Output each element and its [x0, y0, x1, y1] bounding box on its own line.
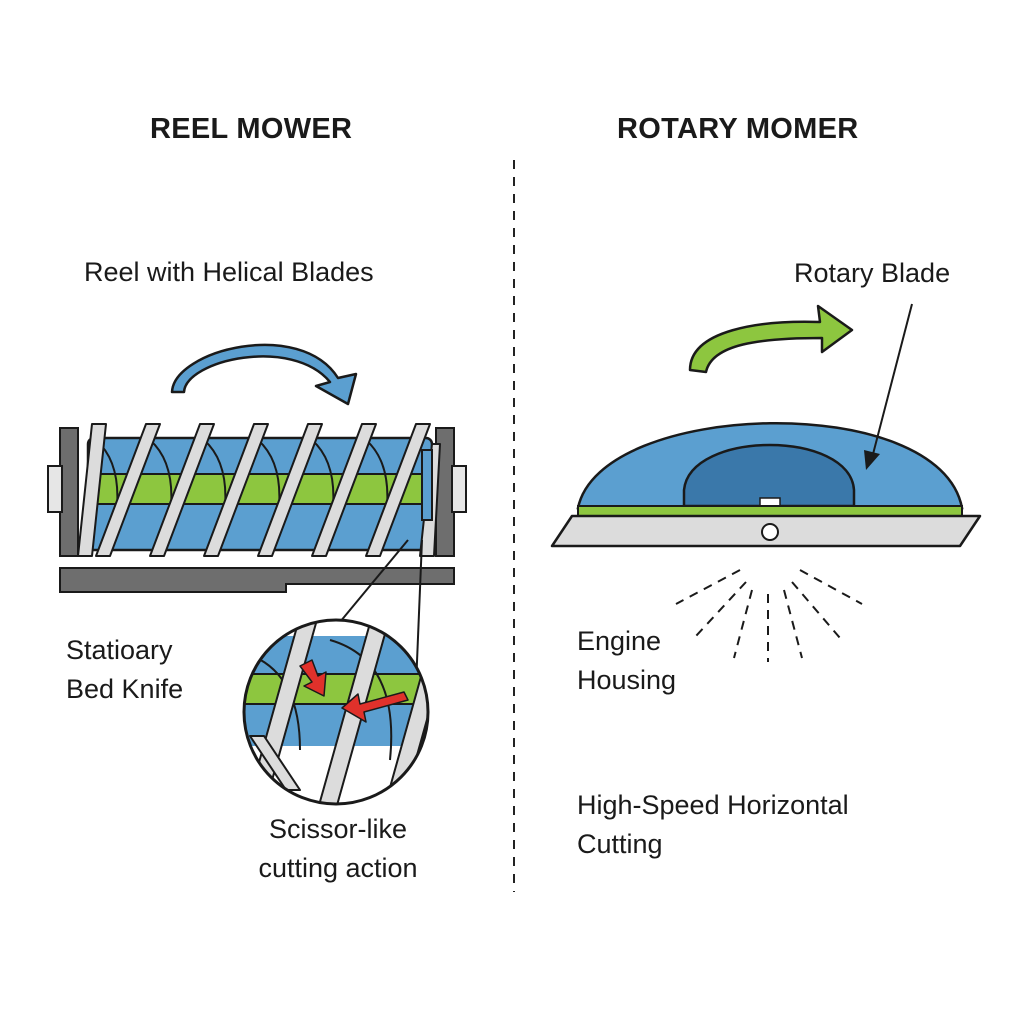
- bed-knife: [59, 567, 455, 593]
- engine-housing-label: Engine Housing: [577, 622, 676, 700]
- left-axle: [47, 465, 63, 513]
- engine-housing-label-line-2: Housing: [577, 665, 677, 695]
- cutting-action-label: Scissor-like cutting action: [240, 810, 436, 888]
- bed-knife-label-line-2: Bed Knife: [66, 674, 184, 704]
- engine-housing-label-line-1: Engine: [577, 626, 662, 656]
- rotary-direction-arrow-icon: [688, 304, 854, 374]
- clipping-spray: [675, 569, 863, 662]
- bed-knife-label-line-1: Statioary: [66, 635, 173, 665]
- green-stripe: [577, 505, 963, 517]
- rotary-blade-pointer: [864, 303, 913, 470]
- rotary-blade: [550, 514, 982, 548]
- zoom-leader-lines: [339, 539, 423, 687]
- bed-knife-label: Statioary Bed Knife: [66, 631, 183, 709]
- horizontal-cutting-label-line-1: High-Speed Horizontal: [577, 790, 849, 820]
- reel-label: Reel with Helical Blades: [84, 257, 374, 287]
- horizontal-cutting-label-line-2: Cutting: [577, 829, 663, 859]
- cutting-action-label-line-1: Scissor-like: [268, 814, 408, 844]
- reel-rotation-arrow-icon: [170, 343, 358, 406]
- reel-cylinder: [47, 423, 467, 557]
- engine-housing: [682, 443, 856, 508]
- cutting-detail-zoom: [242, 618, 430, 806]
- cutting-action-label-line-2: cutting action: [258, 853, 418, 883]
- blade-bolt: [761, 523, 779, 541]
- rotary-blade-label: Rotary Blade: [794, 258, 951, 288]
- rotary-mower-title: ROTARY MOMER: [617, 113, 859, 145]
- cutting-point-arrow-icon: [299, 659, 409, 723]
- horizontal-cutting-label: High-Speed Horizontal Cutting: [577, 786, 849, 864]
- reel-mower-title: REEL MOWER: [150, 113, 353, 145]
- mower-deck: [576, 422, 964, 517]
- right-axle: [451, 465, 467, 513]
